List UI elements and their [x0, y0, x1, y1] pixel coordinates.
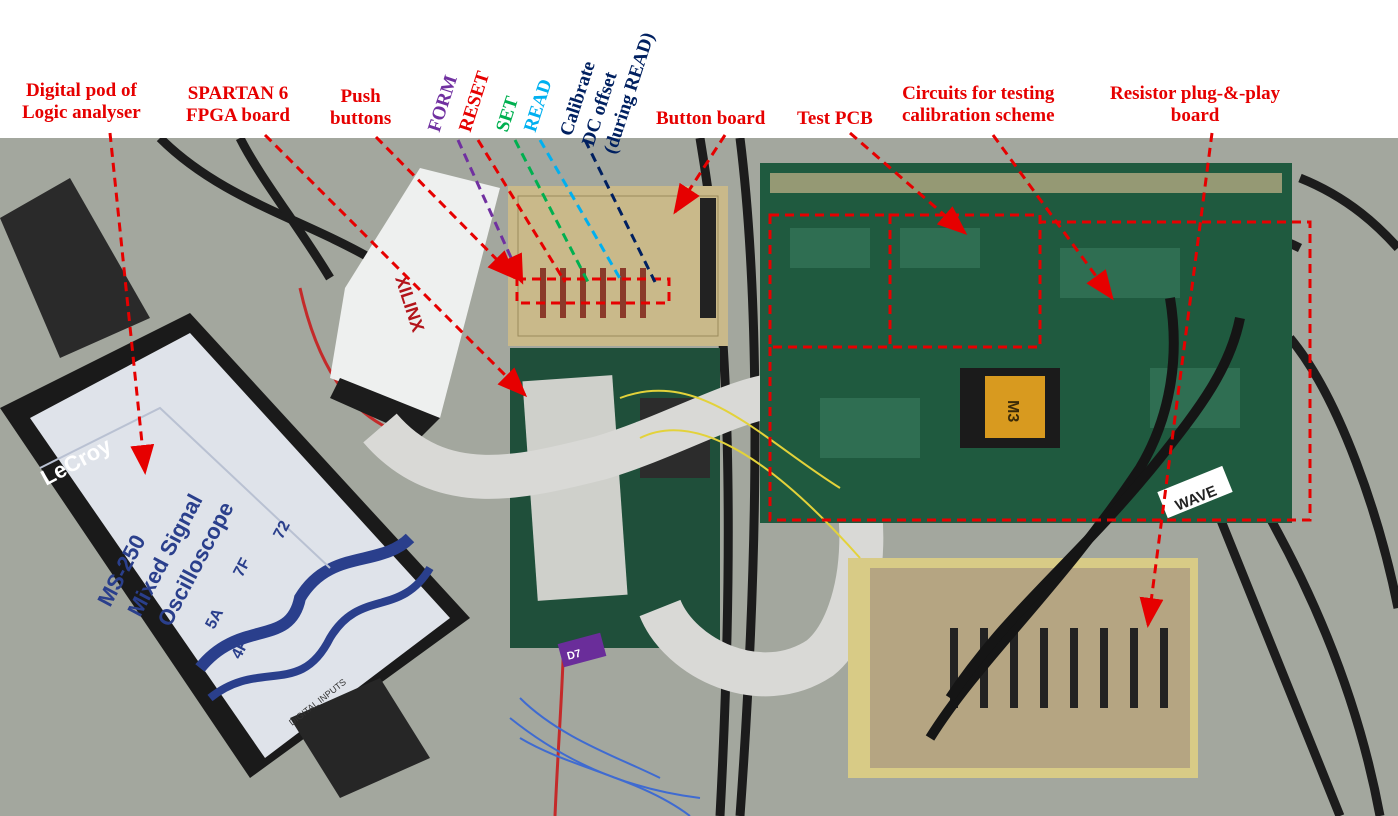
hex-code-4f: 4F: [229, 637, 253, 662]
button-board: [508, 186, 728, 346]
label-digital-pod: Digital pod of Logic analyser: [22, 80, 141, 123]
label-push-buttons: Push buttons: [330, 86, 392, 129]
chip-label: M3: [1004, 400, 1021, 422]
label-test-pcb: Test PCB: [797, 108, 873, 129]
label-resistor-board: Resistor plug-&-play board: [1110, 83, 1281, 126]
setup-photo: LeCroy MS-250 Mixed Signal Oscilloscope …: [0, 138, 1398, 816]
label-set: SET: [492, 93, 524, 135]
hex-code-7f: 7F: [231, 555, 255, 580]
fpga-board: [510, 348, 720, 648]
test-pcb: M3: [760, 163, 1292, 523]
hex-code-72: 72: [271, 518, 294, 542]
label-button-board: Button board: [656, 108, 766, 129]
d7-label: D7: [566, 648, 583, 663]
label-read: READ: [520, 76, 557, 135]
d7-connector: [557, 632, 607, 668]
label-spartan-fpga: SPARTAN 6 FPGA board: [186, 83, 290, 126]
label-circuits: Circuits for testing calibration scheme: [902, 83, 1055, 126]
resistor-board: [848, 558, 1198, 778]
